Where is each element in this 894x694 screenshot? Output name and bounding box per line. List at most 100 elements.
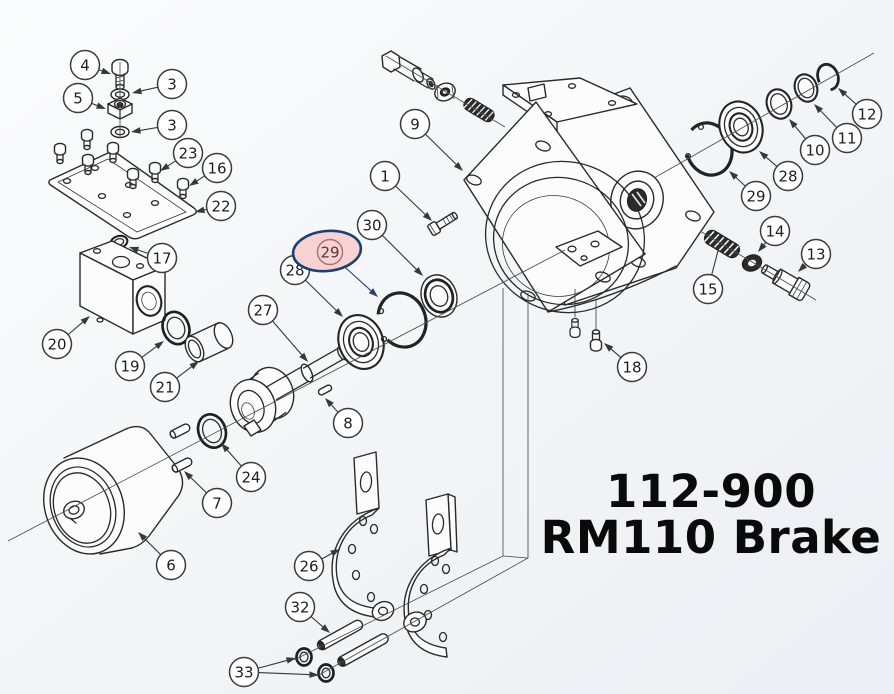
callout-circle[interactable] [759,215,791,247]
callout-circle[interactable] [156,68,188,100]
callout-circle[interactable] [201,487,233,519]
callout-label: 7 [212,494,222,512]
callout-label: 13 [806,245,825,263]
callout-24-17[interactable]: 24 [221,443,267,493]
diagram-title: 112-900 RM110 Brake [541,465,882,564]
callout-13-30[interactable]: 13 [798,238,832,273]
callout-circle[interactable] [800,238,832,270]
callout-27-11[interactable]: 27 [247,294,309,363]
shaft-key [317,384,333,396]
callout-22-6[interactable]: 22 [195,190,237,222]
callout-12-28[interactable]: 12 [838,88,883,130]
callout-label: 16 [207,159,226,177]
callout-circle[interactable] [156,109,188,141]
callout-17-7[interactable]: 17 [129,242,178,274]
callout-circle[interactable] [332,407,364,439]
callout-circle[interactable] [831,122,863,154]
callout-label: 28 [778,167,797,185]
callout-4-0[interactable]: 4 [69,49,112,81]
callout-9-15[interactable]: 9 [399,108,464,172]
callout-18-23[interactable]: 18 [604,343,648,383]
callout-circle[interactable] [149,371,181,403]
highlight-callout-circle[interactable] [316,238,344,266]
callout-label: 15 [698,280,717,298]
callout-32-21[interactable]: 32 [284,591,331,634]
callout-label: 12 [857,105,876,123]
callout-circle[interactable] [356,209,388,241]
callout-7-18[interactable]: 7 [184,471,233,519]
callout-circle[interactable] [799,134,831,166]
callout-label: 32 [290,598,309,616]
highlight-callout-label: 29 [320,243,339,261]
brake-band-left [331,451,395,622]
callout-label: 29 [746,187,765,205]
callout-29-24[interactable]: 29 [729,171,772,212]
piston [184,321,234,363]
center-lines [7,52,875,677]
callout-circle[interactable] [692,273,724,305]
callout-11-27[interactable]: 11 [814,104,863,154]
washer-inner [765,88,793,120]
callout-label: 18 [622,358,641,376]
callout-circle[interactable] [851,98,883,130]
callout-circle[interactable] [247,294,279,326]
callout-19-9[interactable]: 19 [114,341,165,382]
callout-15-31[interactable]: 15 [692,246,724,305]
callout-3-1[interactable]: 3 [132,68,188,100]
callout-circle[interactable] [146,242,178,274]
callout-circle[interactable] [205,190,237,222]
callout-21-10[interactable]: 21 [149,361,200,403]
title-line2: RM110 Brake [541,511,882,564]
callout-8-16[interactable]: 8 [325,398,364,439]
callout-label: 10 [805,141,824,159]
callout-20-8[interactable]: 20 [41,316,91,360]
callout-10-26[interactable]: 10 [789,119,831,166]
callout-label: 4 [80,56,90,74]
callout-26-20[interactable]: 26 [293,549,341,582]
callout-circle[interactable] [235,461,267,493]
callout-23-4[interactable]: 23 [160,137,204,172]
callout-circle[interactable] [228,656,260,688]
callout-6-19[interactable]: 6 [138,532,187,581]
callout-33-22[interactable]: 33 [228,656,320,688]
callout-28-25[interactable]: 28 [759,151,804,192]
piston-seal [161,310,191,346]
callout-circle[interactable] [201,152,233,184]
callout-30-13[interactable]: 30 [356,209,424,277]
callout-label: 30 [362,216,381,234]
callout-label: 14 [765,222,784,240]
callout-label: 6 [166,556,176,574]
callout-1-14[interactable]: 1 [369,160,433,222]
callout-label: 22 [211,197,230,215]
callout-3-3[interactable]: 3 [131,109,188,141]
callout-14-29[interactable]: 14 [758,215,791,253]
callout-circle[interactable] [114,350,146,382]
callout-label: 20 [47,335,66,353]
highlight-ellipse[interactable] [291,228,363,275]
callout-16-5[interactable]: 16 [189,152,233,187]
seal-center [420,274,458,318]
oring-medium [196,413,228,449]
brake-band-right [403,493,458,658]
callout-circle[interactable] [284,591,316,623]
callout-circle[interactable] [369,160,401,192]
callout-circle[interactable] [69,49,101,81]
callout-5-2[interactable]: 5 [62,82,107,114]
callout-29-highlighted[interactable]: 29 [291,228,378,297]
callout-label: 3 [167,75,177,93]
callout-circle[interactable] [740,180,772,212]
callout-label: 19 [120,357,139,375]
callout-circle[interactable] [399,108,431,140]
mounting-plate [48,128,197,240]
callout-circle[interactable] [172,137,204,169]
callout-label: 11 [837,129,856,147]
callout-circle[interactable] [616,351,648,383]
callout-circle[interactable] [293,550,325,582]
callout-circle[interactable] [62,82,94,114]
callout-circle[interactable] [772,160,804,192]
callout-label: 17 [152,249,171,267]
callout-circle[interactable] [41,328,73,360]
callout-circle[interactable] [155,549,187,581]
